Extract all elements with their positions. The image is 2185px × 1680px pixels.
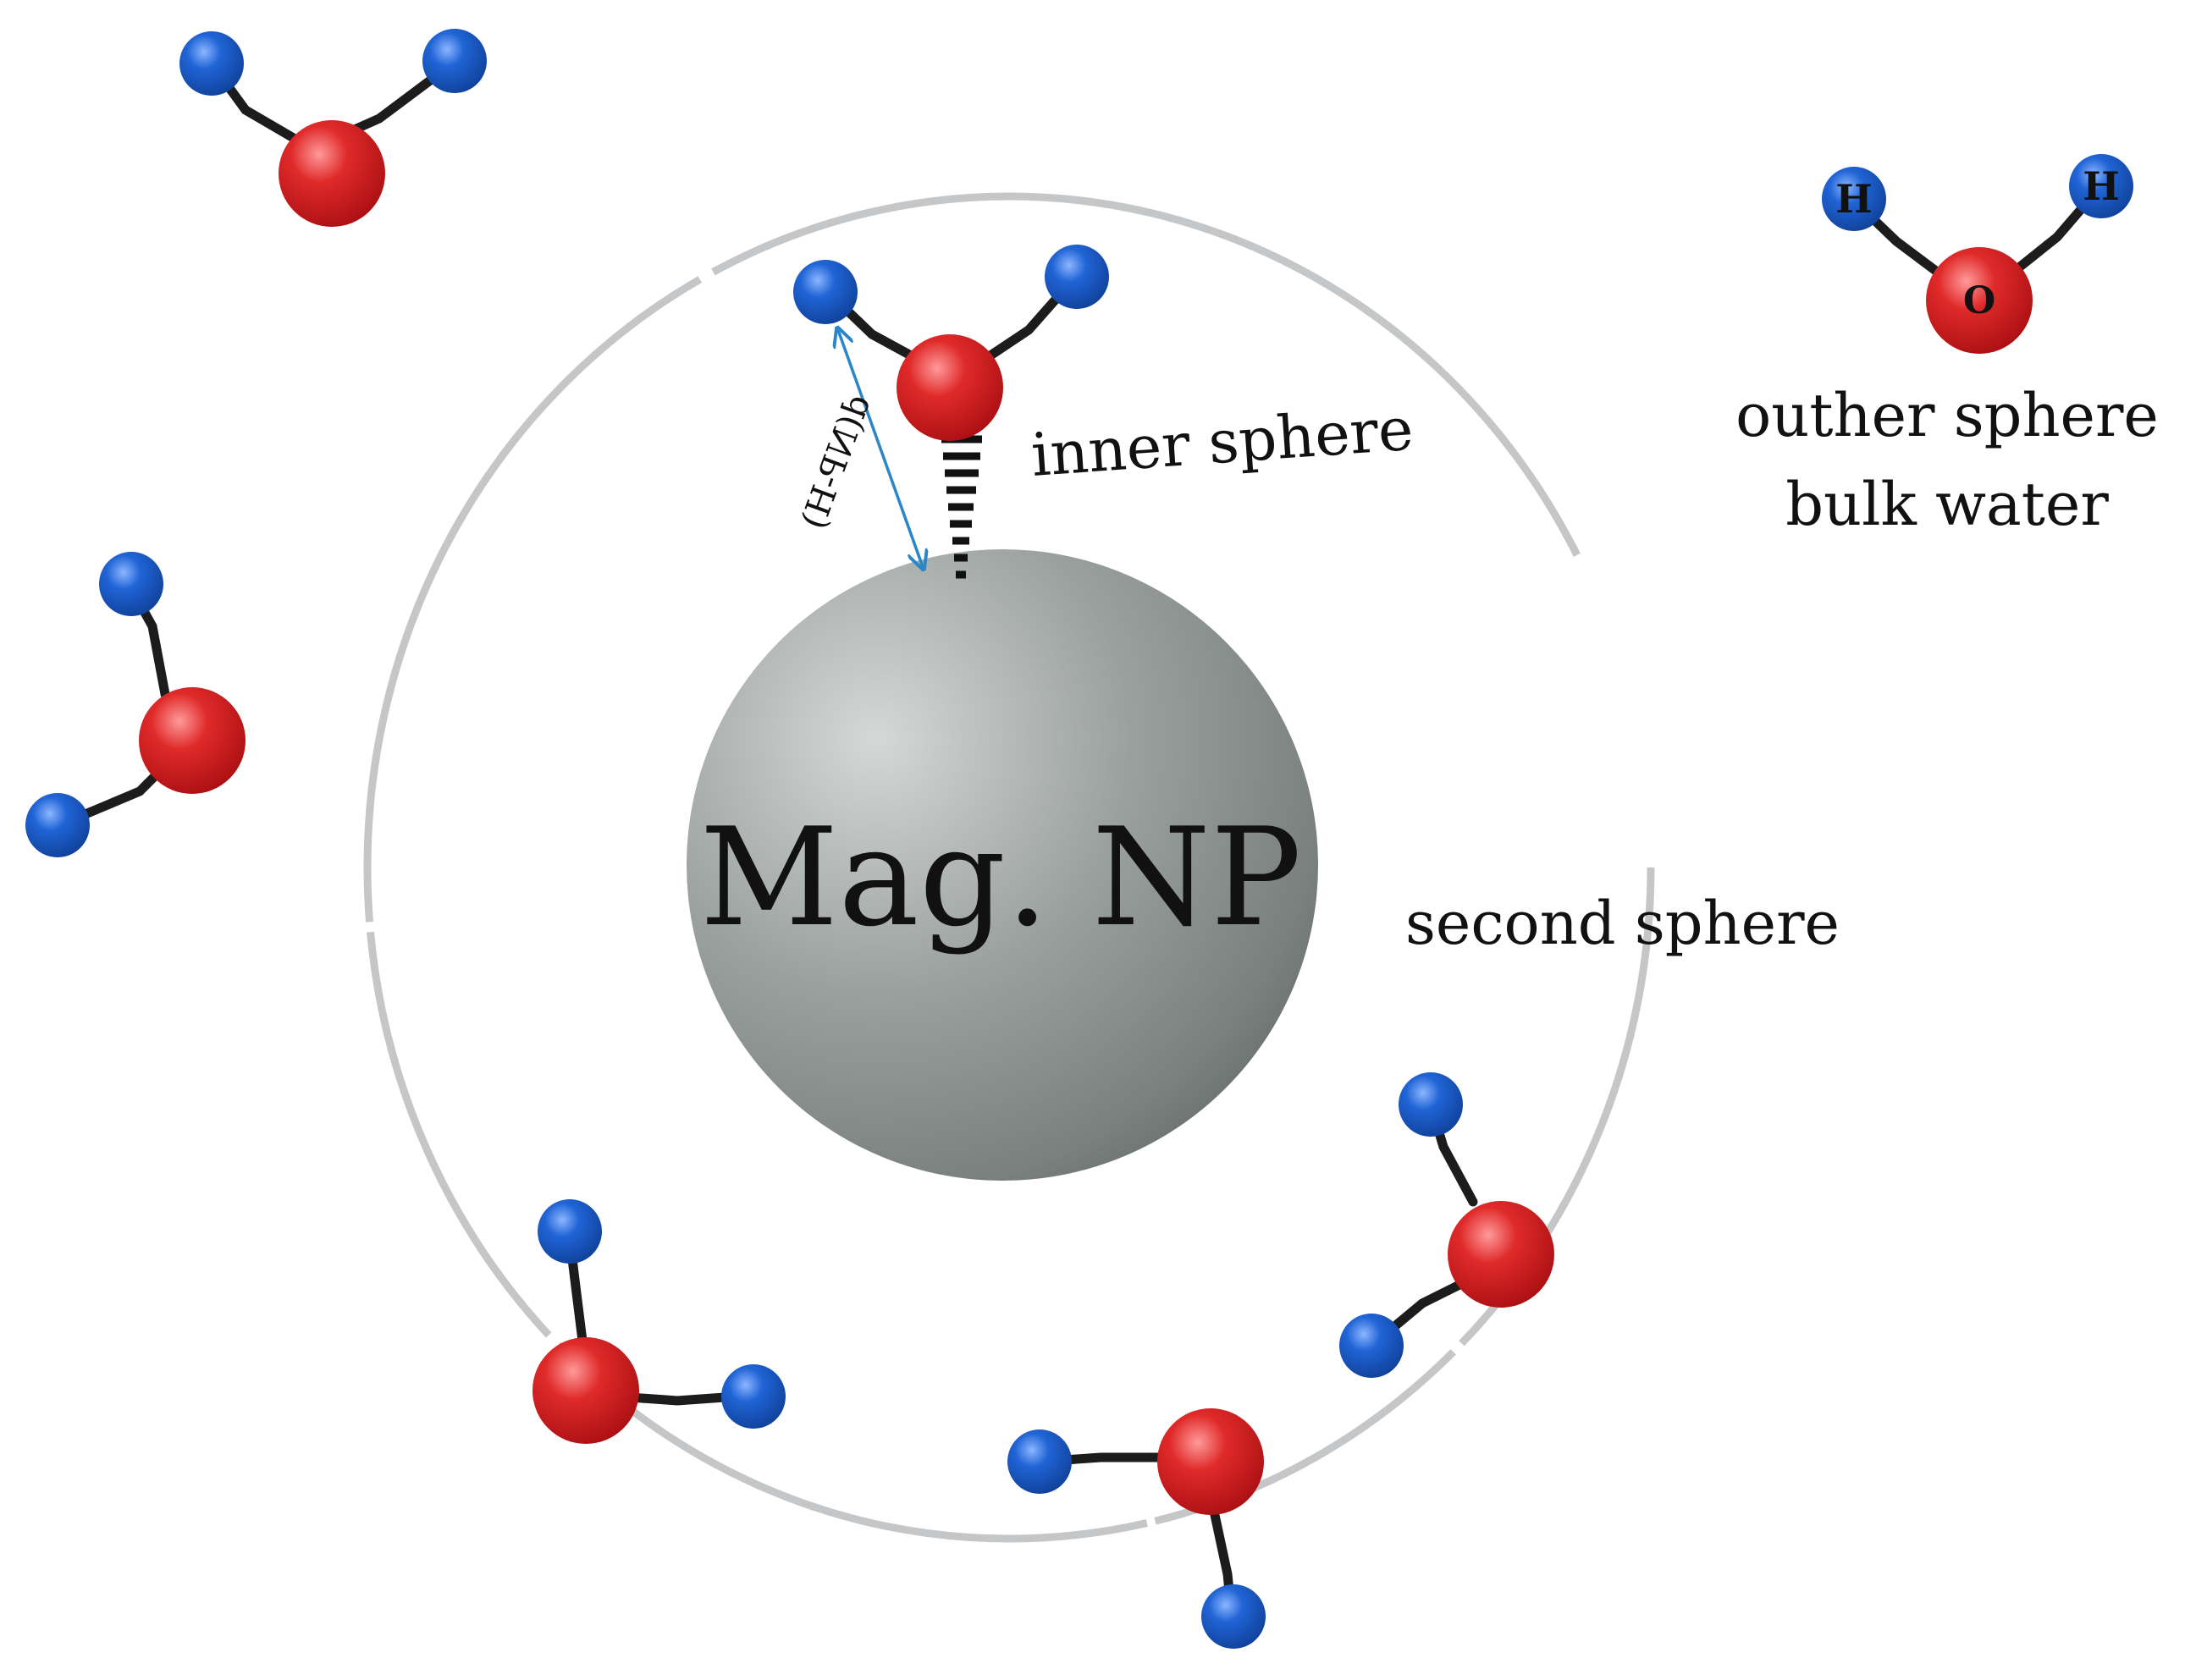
water-molecule-second-sphere bbox=[1007, 1408, 1266, 1649]
distance-label: d(NP-H) bbox=[794, 389, 879, 534]
water-molecule-second-sphere bbox=[1339, 1072, 1554, 1378]
legend-oxygen-symbol: O bbox=[1963, 279, 1995, 322]
outer-sphere-label-line1: outher sphere bbox=[1735, 381, 2159, 450]
legend-hydrogen-atom bbox=[1822, 167, 1886, 231]
water-molecule bbox=[25, 552, 246, 857]
legend-oxygen-atom bbox=[1926, 247, 2033, 354]
outer-sphere-label-line2: bulk water bbox=[1785, 470, 2109, 539]
inner-sphere-label: inner sphere bbox=[1029, 394, 1415, 490]
second-sphere-ring bbox=[363, 192, 1655, 1543]
second-sphere-label: second sphere bbox=[1405, 889, 1840, 958]
water-molecule-inner-sphere bbox=[793, 245, 1109, 441]
water-molecule-second-sphere bbox=[532, 1199, 786, 1444]
nanoparticle-sphere bbox=[687, 549, 1318, 1181]
legend-hydrogen-symbol: H bbox=[2083, 163, 2119, 209]
legend-hydrogen-symbol: H bbox=[1835, 176, 1872, 222]
water-molecule bbox=[179, 29, 487, 227]
nanoparticle-label: Mag. NP bbox=[699, 798, 1301, 956]
legend-water-molecule: H H O bbox=[1822, 154, 2133, 354]
legend-hydrogen-atom bbox=[2069, 154, 2133, 218]
